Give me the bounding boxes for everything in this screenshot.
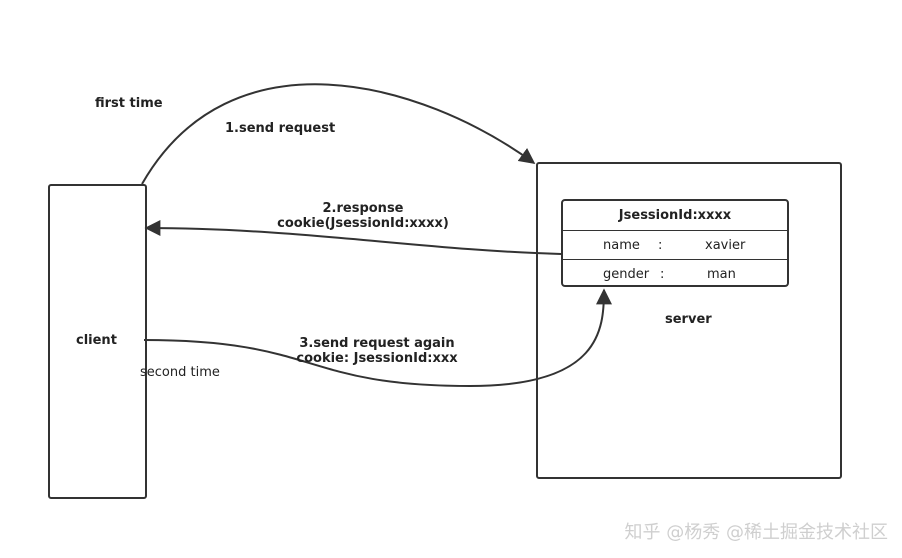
server-label: server	[665, 312, 712, 327]
session-row-value: man	[707, 267, 736, 282]
session-row-sep: :	[658, 238, 663, 253]
send-again-label-line1: 3.send request again	[299, 336, 455, 351]
response-label-line2: cookie(JsessionId:xxxx)	[277, 216, 449, 231]
session-id-header: JsessionId:xxxx	[618, 208, 732, 223]
send-request-label: 1.send request	[225, 121, 336, 136]
session-row-value: xavier	[705, 238, 746, 253]
send-again-label: 3.send request again cookie: JsessionId:…	[280, 336, 474, 366]
session-row-gender: gender : man	[563, 259, 787, 288]
session-row-name: name : xavier	[563, 230, 787, 259]
send-request-arrow	[141, 83, 536, 185]
response-label-line1: 2.response	[322, 201, 404, 216]
client-label: client	[76, 333, 117, 348]
session-row-key: gender	[603, 267, 650, 282]
session-table-header: JsessionId:xxxx	[563, 201, 787, 230]
response-label: 2.response cookie(JsessionId:xxxx)	[270, 201, 456, 231]
send-again-label-line2: cookie: JsessionId:xxx	[296, 351, 458, 366]
server-box	[536, 162, 842, 479]
second-time-label: second time	[140, 365, 220, 380]
response-arrow	[144, 220, 562, 255]
watermark-text: 知乎 @杨秀 @稀土掘金技术社区	[624, 522, 888, 543]
first-time-label: first time	[95, 96, 163, 111]
session-row-key: name	[603, 238, 640, 253]
session-table: JsessionId:xxxx name : xavier gender : m…	[561, 199, 789, 287]
session-row-sep: :	[660, 267, 665, 282]
client-box	[48, 184, 147, 499]
send-again-arrow	[143, 288, 612, 388]
